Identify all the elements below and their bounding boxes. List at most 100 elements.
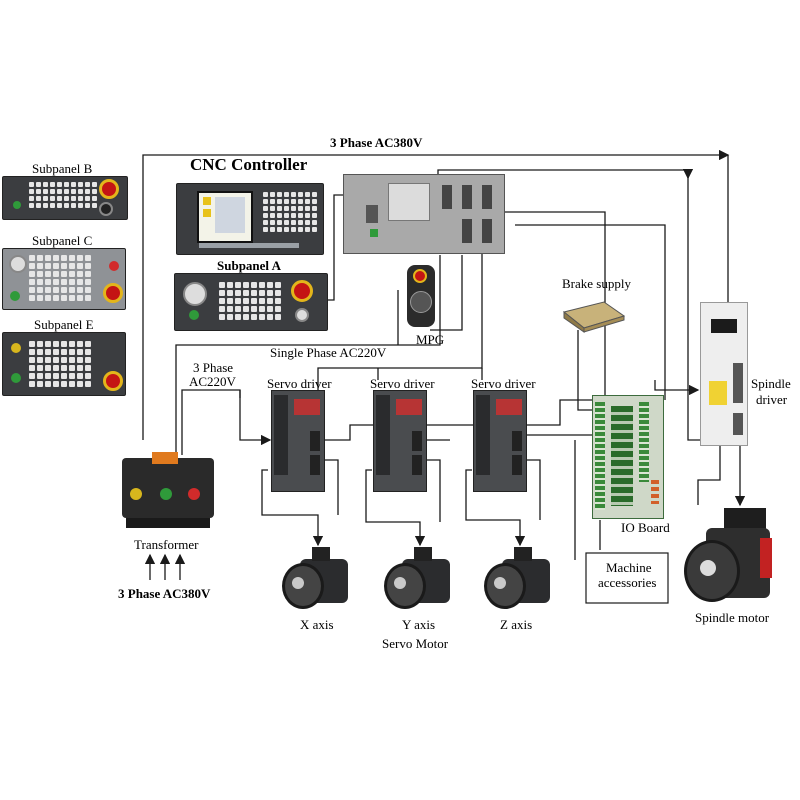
three-phase-220v-line2: AC220V: [189, 374, 236, 389]
top-power-label: 3 Phase AC380V: [330, 135, 423, 150]
cnc-controller-title: CNC Controller: [190, 155, 308, 174]
power-supply-module: [388, 183, 430, 221]
servo-motor-y: [380, 545, 452, 613]
motor-connector: [514, 547, 532, 561]
mpg-wheel-icon: [410, 291, 432, 313]
spindle-motor-label: Spindle motor: [695, 610, 770, 625]
subpanel-e: [2, 332, 126, 396]
io-board-label: IO Board: [621, 520, 670, 535]
io-board: [592, 395, 664, 519]
wire-brake-io: [577, 330, 598, 411]
controller-unit: [343, 174, 505, 254]
spindle-knob-icon: [9, 255, 27, 273]
coil-green-icon: [160, 488, 172, 500]
mpg-estop-icon: [413, 269, 427, 283]
servo-driver-label-2: Servo driver: [370, 376, 435, 391]
subpanel-b: [2, 176, 128, 220]
connector-port: [733, 413, 743, 435]
spindle-driver-display: [711, 319, 737, 333]
subpanel-a: [174, 273, 328, 331]
servo-motor-x: [278, 545, 350, 613]
spindle-driver-label-2: driver: [756, 392, 788, 407]
mpg-handwheel: [407, 265, 435, 327]
spindle-motor: [684, 508, 776, 606]
z-axis-label: Z axis: [500, 617, 533, 632]
driver-display: [396, 399, 422, 415]
transformer-label: Transformer: [134, 537, 199, 552]
coil-red-icon: [188, 488, 200, 500]
motor-connector: [312, 547, 330, 561]
driver-display: [496, 399, 522, 415]
io-board-terminals-right: [639, 402, 649, 482]
wire-top-380v: [142, 149, 730, 440]
wire-controller-io: [500, 211, 606, 400]
emergency-stop-icon: [291, 280, 313, 302]
subpanel-c-keypad: [29, 255, 91, 301]
connector-port: [482, 219, 492, 243]
driver-display: [294, 399, 320, 415]
io-board-relays: [611, 406, 633, 506]
brake-supply-label: Brake supply: [562, 276, 631, 291]
servo-driver-label-3: Servo driver: [471, 376, 536, 391]
three-phase-220v-line1: 3 Phase: [193, 360, 234, 375]
machine-accessories-label-1: Machine: [606, 560, 652, 575]
wire-driver-y-motor: [365, 469, 426, 547]
coil-yellow-icon: [130, 488, 142, 500]
subpanel-e-keypad: [29, 341, 91, 387]
driver-heatsink: [376, 395, 390, 475]
spindle-red-band: [760, 538, 772, 578]
controller-keypad: [263, 192, 317, 232]
servo-driver-z: [473, 390, 527, 492]
connector-port: [462, 219, 472, 243]
subpanel-a-keypad: [219, 282, 281, 320]
brake-supply: [560, 298, 626, 334]
transformer: [122, 452, 214, 534]
wire-driver-x-motor: [261, 469, 324, 547]
green-button-icon: [11, 373, 21, 383]
feed-knob-icon: [99, 202, 113, 216]
green-button-icon: [10, 291, 20, 301]
wire-single-phase: [175, 255, 441, 455]
connector-port: [366, 205, 378, 223]
red-button-icon: [109, 261, 119, 271]
spindle-driver-label-plate: [709, 381, 727, 405]
wire-3phase-220v: [181, 389, 272, 455]
spindle-driver-label-1: Spindle: [751, 376, 791, 391]
spindle-gauge-icon: [183, 282, 207, 306]
motor-shaft-icon: [700, 560, 716, 576]
connector-port: [462, 185, 472, 209]
bottom-power-label: 3 Phase AC380V: [118, 586, 211, 601]
wire-spindle-driver-motor: [697, 445, 721, 505]
driver-heatsink: [476, 395, 490, 475]
subpanel-b-keypad: [29, 182, 97, 208]
io-board-terminals-left: [595, 402, 605, 510]
motor-shaft-icon: [494, 577, 506, 589]
subpanel-a-label: Subpanel A: [217, 258, 281, 273]
connector-port: [442, 185, 452, 209]
connector-port: [310, 431, 320, 451]
connector-port: [512, 455, 522, 475]
controller-screen: [197, 191, 253, 243]
y-axis-label: Y axis: [402, 617, 436, 632]
softkey-row: [199, 243, 299, 248]
connector-port: [412, 431, 422, 451]
motor-shaft-icon: [292, 577, 304, 589]
green-terminal-icon: [370, 229, 378, 237]
connector-port: [733, 363, 743, 403]
cycle-start-button: [13, 201, 21, 209]
spindle-driver: [700, 302, 748, 446]
terminal-block-icon: [152, 452, 178, 464]
yellow-button-icon: [11, 343, 21, 353]
emergency-stop-icon: [103, 283, 123, 303]
wire-io-spindle: [654, 380, 700, 396]
cnc-controller-panel: [176, 183, 324, 255]
motor-flange-icon: [684, 540, 740, 602]
wire-mpg: [430, 255, 463, 331]
machine-accessories-label-2: accessories: [598, 575, 657, 590]
key-switch-icon: [295, 308, 309, 322]
subpanel-b-label: Subpanel B: [32, 161, 93, 176]
servo-motor-label: Servo Motor: [382, 636, 449, 651]
driver-heatsink: [274, 395, 288, 475]
wire-driver-z-motor: [465, 469, 526, 547]
single-phase-label: Single Phase AC220V: [270, 345, 387, 360]
